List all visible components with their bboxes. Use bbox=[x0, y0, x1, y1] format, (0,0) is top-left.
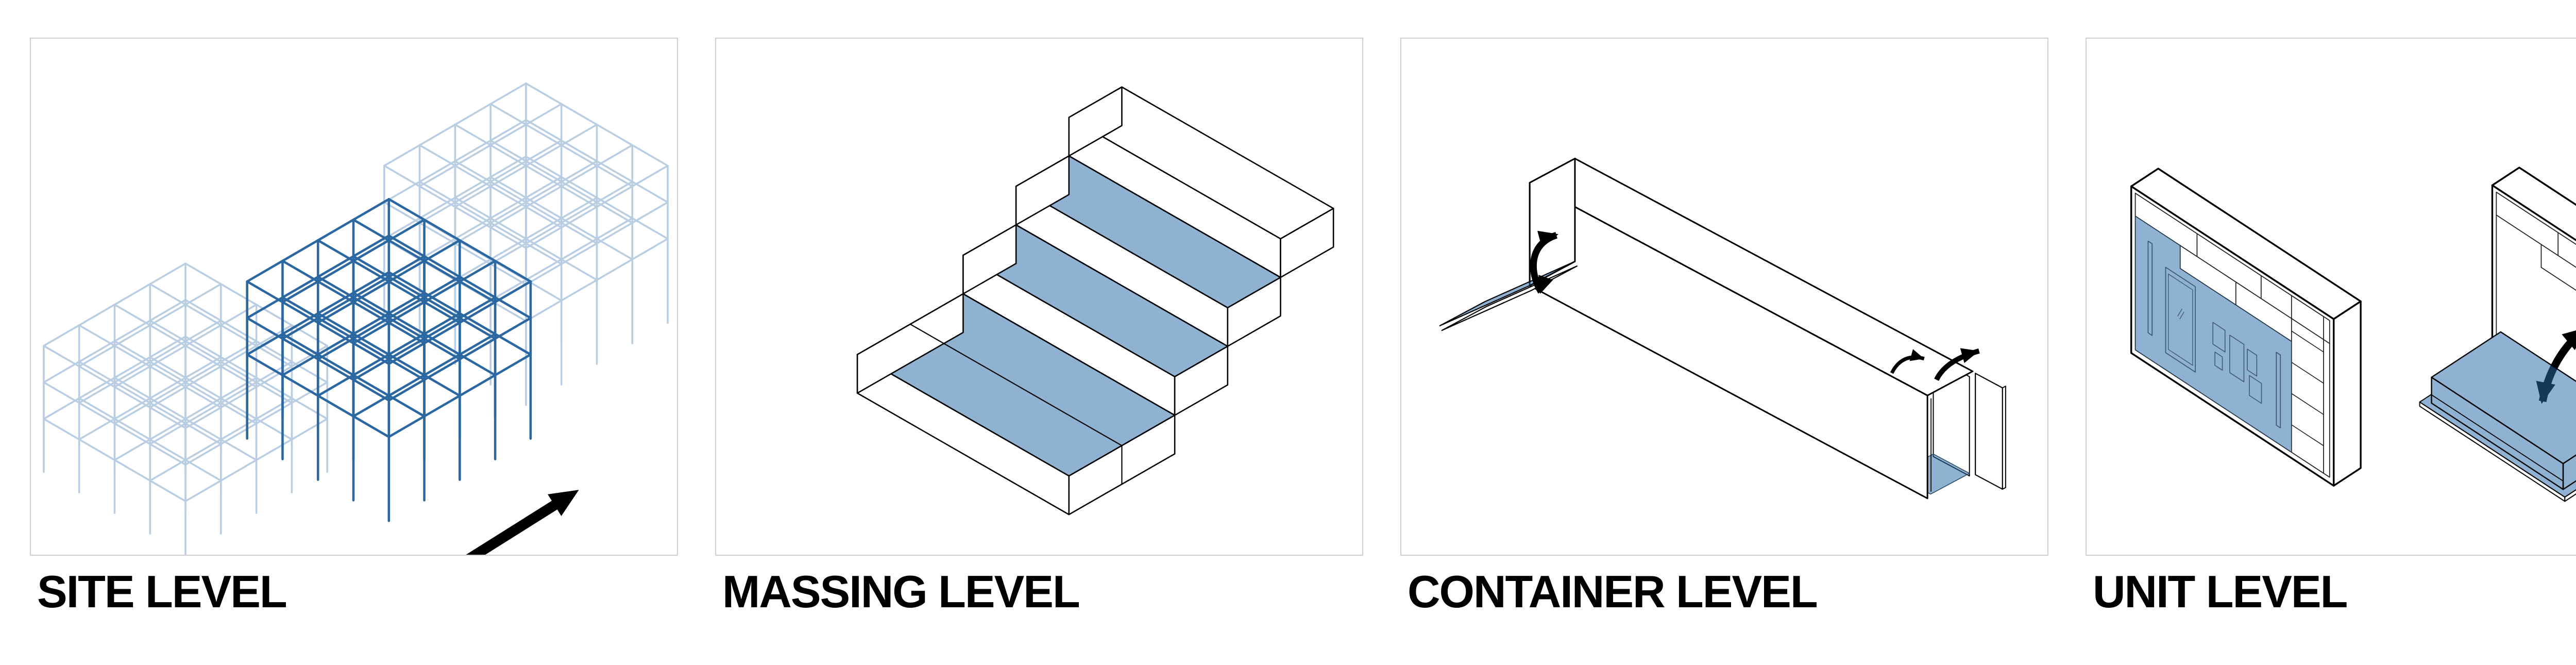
unit-level-diagram bbox=[2130, 167, 2576, 502]
panel-group-site-level: SITE LEVEL bbox=[30, 38, 678, 614]
panel-label-unit-level: UNIT LEVEL bbox=[2093, 566, 2348, 617]
faded-building-left bbox=[43, 262, 328, 555]
container-box bbox=[1529, 158, 1974, 500]
panel-group-massing-level: MASSING LEVEL bbox=[715, 38, 1363, 614]
double-headed-move-arrow-icon bbox=[466, 490, 579, 555]
massing-level-diagram bbox=[856, 86, 1334, 516]
faded-building-right bbox=[383, 82, 669, 406]
panel-massing-level bbox=[715, 38, 1363, 556]
open-door-panel bbox=[1975, 373, 2006, 490]
panel-container-level bbox=[1400, 38, 2048, 556]
mattress bbox=[2431, 331, 2576, 490]
container-level-diagram bbox=[1439, 158, 2006, 500]
unit-closed bbox=[2130, 168, 2362, 487]
highlighted-building bbox=[246, 198, 532, 522]
site-level-diagram bbox=[43, 82, 669, 555]
panel-label-massing-level: MASSING LEVEL bbox=[722, 566, 1080, 617]
door-swing-arrow-small-icon bbox=[1890, 349, 1925, 374]
bed-panel-decor bbox=[2147, 240, 2281, 428]
panel-unit-level bbox=[2086, 38, 2576, 556]
panel-group-unit-level: UNIT LEVEL bbox=[2086, 38, 2576, 614]
panel-site-level bbox=[30, 38, 678, 556]
deck-fold-arrow-icon bbox=[1530, 230, 1559, 294]
massing-steps bbox=[856, 86, 1334, 516]
diagram-strip: SITE LEVEL MASSING LEVEL CONTAINER LEVEL… bbox=[30, 38, 2576, 614]
panel-label-container-level: CONTAINER LEVEL bbox=[1408, 566, 1818, 617]
panel-label-site-level: SITE LEVEL bbox=[37, 566, 287, 617]
panel-group-container-level: CONTAINER LEVEL bbox=[1400, 38, 2048, 614]
door-swing-arrow-large-icon bbox=[1934, 348, 1980, 381]
